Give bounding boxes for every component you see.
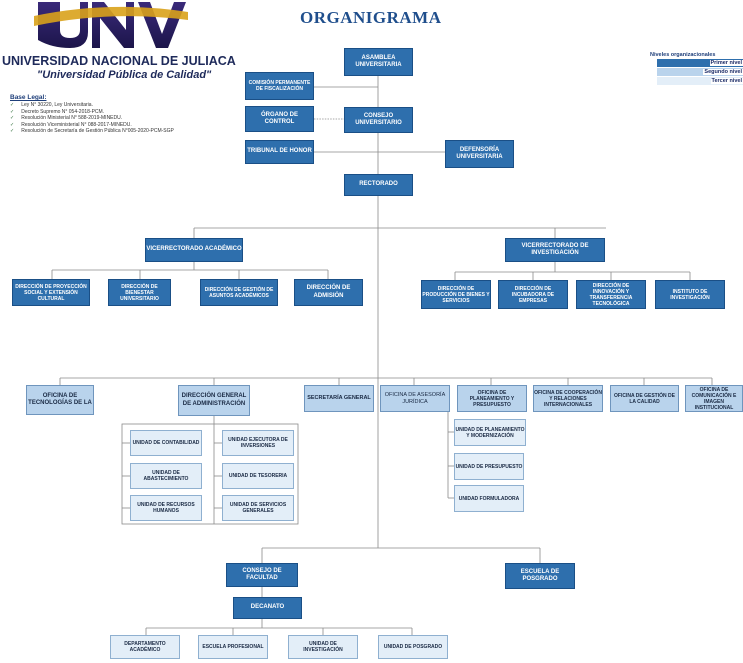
node-dir-admision[interactable]: DIRECCIÓN DE ADMISIÓN	[294, 279, 363, 306]
legal-base-list: ✓Ley N° 30220, Ley Universitaria. ✓Decre…	[10, 102, 174, 135]
node-u-servicios[interactable]: UNIDAD DE SERVICIOS GENERALES	[222, 495, 294, 521]
node-comision[interactable]: COMISIÓN PERMANENTE DE FISCALIZACIÓN	[245, 72, 314, 100]
node-asamblea[interactable]: ASAMBLEA UNIVERSITARIA	[344, 48, 413, 76]
legend-first-level: Primer nivel	[657, 59, 743, 67]
node-secretaria[interactable]: SECRETARÍA GENERAL	[304, 385, 374, 412]
check-icon: ✓	[10, 102, 15, 108]
node-of-planeamiento[interactable]: OFICINA DE PLANEAMIENTO Y PRESUPUESTO	[457, 385, 527, 412]
node-vice-academico[interactable]: VICERRECTORADO ACADÉMICO	[145, 238, 243, 262]
node-consejo-facultad[interactable]: CONSEJO DE FACULTAD	[226, 563, 298, 587]
university-motto: "Universidad Pública de Calidad"	[37, 69, 212, 81]
node-u-posgrado[interactable]: UNIDAD DE POSGRADO	[378, 635, 448, 659]
node-dir-asuntos[interactable]: DIRECCIÓN DE GESTIÓN DE ASUNTOS ACADÉMIC…	[200, 279, 278, 306]
node-dir-bienestar[interactable]: DIRECCIÓN DE BIENESTAR UNIVERSITARIO	[108, 279, 171, 306]
check-icon: ✓	[10, 115, 15, 121]
node-of-tecnologias[interactable]: OFICINA DE TECNOLOGÍAS DE LA	[26, 385, 94, 415]
node-of-cooperacion[interactable]: OFICINA DE COOPERACIÓN Y RELACIONES INTE…	[533, 385, 603, 412]
university-name: UNIVERSIDAD NACIONAL DE JULIACA	[2, 54, 236, 68]
node-dir-innovacion[interactable]: DIRECCIÓN DE INNOVACIÓN Y TRANSFERENCIA …	[576, 280, 646, 309]
node-instituto[interactable]: INSTITUTO DE INVESTIGACIÓN	[655, 280, 725, 309]
node-u-ejecutora[interactable]: UNIDAD EJECUTORA DE INVERSIONES	[222, 430, 294, 456]
node-decanato[interactable]: DECANATO	[233, 597, 302, 619]
node-u-contabilidad[interactable]: UNIDAD DE CONTABILIDAD	[130, 430, 202, 456]
logo-graphic	[30, 0, 190, 50]
node-u-investigacion[interactable]: UNIDAD DE INVESTIGACIÓN	[288, 635, 358, 659]
node-u-planeamiento[interactable]: UNIDAD DE PLANEAMIENTO Y MODERNIZACIÓN	[454, 419, 526, 446]
page-title: ORGANIGRAMA	[300, 8, 442, 27]
legal-item: ✓Resolución Viceministerial N° 088-2017-…	[10, 121, 132, 128]
node-u-tesoreria[interactable]: UNIDAD DE TESORERIA	[222, 463, 294, 489]
node-escuela-profesional[interactable]: ESCUELA PROFESIONAL	[198, 635, 268, 659]
node-defensoria[interactable]: DEFENSORÍA UNIVERSITARIA	[445, 140, 514, 168]
node-organo-control[interactable]: ÓRGANO DE CONTROL	[245, 106, 314, 132]
legal-base-title: Base Legal:	[10, 94, 47, 101]
node-consejo-universitario[interactable]: CONSEJO UNIVERSITARIO	[344, 107, 413, 133]
node-dir-incubadora[interactable]: DIRECCIÓN DE INCUBADORA DE EMPRESAS	[498, 280, 568, 309]
check-icon: ✓	[10, 121, 15, 128]
legend-third-level: Tercer nivel	[657, 77, 743, 85]
node-of-comunicacion[interactable]: OFICINA DE COMUNICACIÓN E IMAGEN INSTITU…	[685, 385, 743, 412]
check-icon: ✓	[10, 108, 15, 115]
legal-item: ✓Resolución Ministerial N° 588-2019-MINE…	[10, 115, 123, 121]
node-dir-proyeccion[interactable]: DIRECCIÓN DE PROYECCIÓN SOCIAL Y EXTENSI…	[12, 279, 90, 306]
node-u-formuladora[interactable]: UNIDAD FORMULADORA	[454, 485, 524, 512]
node-tribunal-honor[interactable]: TRIBUNAL DE HONOR	[245, 140, 314, 164]
check-icon: ✓	[10, 128, 15, 134]
node-u-presupuesto[interactable]: UNIDAD DE PRESUPUESTO	[454, 453, 524, 480]
node-escuela-posgrado[interactable]: ESCUELA DE POSGRADO	[505, 563, 575, 589]
node-dir-general-admin[interactable]: DIRECCIÓN GENERAL DE ADMINISTRACIÓN	[178, 385, 250, 416]
node-of-asesoria[interactable]: OFICINA DE ASESORÍA JURÍDICA	[380, 385, 450, 412]
node-rectorado[interactable]: RECTORADO	[344, 174, 413, 196]
node-departamento[interactable]: DEPARTAMENTO ACADÉMICO	[110, 635, 180, 659]
legal-item: ✓Decreto Supremo N° 054-2018-PCM.	[10, 108, 105, 115]
node-dir-produccion[interactable]: DIRECCIÓN DE PRODUCCIÓN DE BIENES Y SERV…	[421, 280, 491, 309]
legal-item: ✓Resolución de Secretaría de Gestión Púb…	[10, 128, 174, 134]
node-vice-investigacion[interactable]: VICERRECTORADO DE INVESTIGACIÓN	[505, 238, 605, 262]
legend-second-level: Segundo nivel	[657, 68, 743, 76]
legal-item: ✓Ley N° 30220, Ley Universitaria.	[10, 102, 93, 108]
node-of-calidad[interactable]: OFICINA DE GESTIÓN DE LA CALIDAD	[610, 385, 679, 412]
levels-legend-title: Niveles organizacionales	[650, 52, 716, 58]
university-logo	[30, 0, 190, 50]
node-u-recursos[interactable]: UNIDAD DE RECURSOS HUMANOS	[130, 495, 202, 521]
node-u-abastecimiento[interactable]: UNIDAD DE ABASTECIMIENTO	[130, 463, 202, 489]
